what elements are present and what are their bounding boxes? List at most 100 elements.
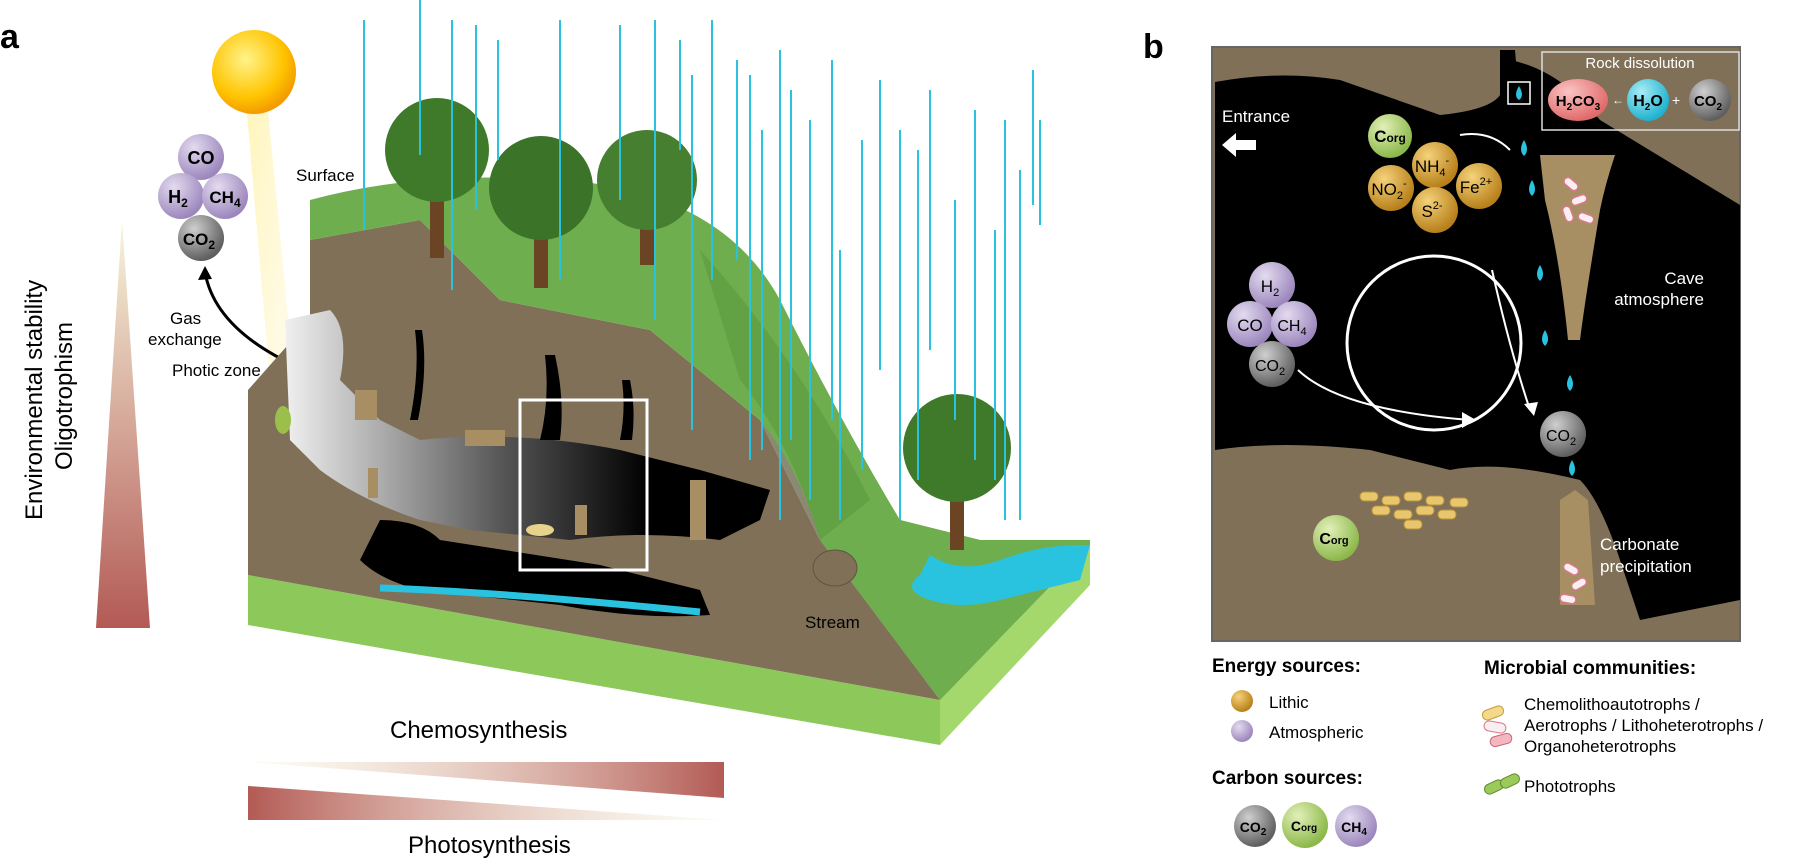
- atmospheric-molecule-cluster: H2 CO CH4 CO2: [1227, 262, 1317, 387]
- carbonate-label-1: Carbonate: [1600, 535, 1679, 554]
- no2-molecule-icon: [1368, 165, 1414, 211]
- panel-b-letter: b: [1143, 28, 1164, 66]
- phototroph-patch: [275, 406, 291, 434]
- lithic-swatch-icon: [1231, 690, 1253, 712]
- phototroph-icon: [1483, 773, 1521, 795]
- sinkhole: [812, 549, 858, 587]
- cave-void: [1215, 60, 1740, 620]
- corg-legend-label: Corg: [1291, 818, 1317, 834]
- water-drop-icon: [1537, 265, 1543, 281]
- fe-label: Fe2+: [1460, 176, 1492, 197]
- water-drop-icon: [1529, 180, 1535, 196]
- water-drop-icon: [1542, 330, 1548, 346]
- arrowhead-up-icon: [198, 266, 212, 280]
- cave-atmosphere-label-2: atmosphere: [1614, 290, 1704, 309]
- chemo-label-3: Organoheterotrophs: [1524, 737, 1676, 756]
- stalagmite: [690, 480, 706, 540]
- chemotroph-icon: [1481, 705, 1513, 748]
- water-drop-icon: [1569, 460, 1575, 476]
- water-drop-icon: [1567, 375, 1573, 391]
- stream-label: Stream: [805, 613, 860, 632]
- co2-molecule-icon: [1689, 79, 1731, 121]
- co2-cave-label: CO2: [1546, 428, 1576, 448]
- trees: [385, 98, 1011, 550]
- ch4-label-b: CH4: [1277, 318, 1306, 338]
- stalagmite: [575, 505, 587, 535]
- chemosynthesis-gradient: [248, 762, 724, 798]
- microbe-cluster-upper: [1561, 176, 1595, 225]
- atmospheric-swatch-icon: [1231, 720, 1253, 742]
- arrow-left-icon: ←: [1612, 93, 1624, 107]
- carbon-sources-title: Carbon sources:: [1212, 768, 1363, 789]
- rock-dissolution-box: Rock dissolution H2CO3 ← H2O + CO2: [1541, 51, 1740, 131]
- h2co3-label: H2CO3: [1556, 93, 1601, 113]
- sun-icon: [212, 30, 296, 114]
- h2o-molecule-icon: [1627, 79, 1669, 121]
- drip-fissure: [1500, 50, 1520, 110]
- entrance-label: Entrance: [1222, 107, 1290, 126]
- cycle-circle: [1345, 254, 1523, 432]
- ground-side-face: [940, 545, 1090, 745]
- water-drop-icon: [1521, 140, 1527, 156]
- microbial-mat: [1359, 491, 1469, 530]
- stalactite: [1540, 155, 1615, 340]
- shaft-1: [410, 330, 425, 420]
- surface-label: Surface: [296, 166, 355, 185]
- chemo-label-2: Aerotrophs / Lithoheterotrophs /: [1524, 716, 1763, 735]
- stalagmite: [368, 468, 378, 498]
- water-drop-icon: [1516, 86, 1522, 100]
- tree-icon: [385, 98, 489, 202]
- oligotrophism-label: Oligotrophism: [51, 322, 78, 470]
- co-molecule-icon: [1227, 301, 1273, 347]
- phototrophs-label: Phototrophs: [1524, 777, 1616, 796]
- rock-dissolution-label: Rock dissolution: [1585, 55, 1694, 72]
- h2o-label: H2O: [1633, 93, 1663, 113]
- cave-atmosphere-label-1: Cave: [1664, 269, 1704, 288]
- lithic-molecule-cluster: Corg NH4- NO2- Fe2+ S2-: [1368, 114, 1502, 233]
- stalagmite: [1560, 490, 1595, 605]
- shaft-3: [620, 380, 634, 440]
- h2co3-molecule-icon: [1548, 79, 1608, 121]
- stalactite: [355, 390, 377, 420]
- gas-exchange-label-2: exchange: [148, 330, 222, 349]
- carbonate-label-2: precipitation: [1600, 557, 1692, 576]
- stalactite: [465, 430, 505, 446]
- tree-icon: [489, 136, 593, 240]
- env-stability-label: Environmental stability: [21, 280, 48, 520]
- h2-molecule-icon: [1249, 262, 1295, 308]
- corg-molecule-icon: [1313, 515, 1359, 561]
- corg-label-upper: Corg: [1374, 127, 1406, 146]
- panel-a-letter: a: [0, 18, 20, 56]
- co2-cave-molecule-icon: [1540, 411, 1586, 457]
- grass-surface: [310, 177, 1090, 700]
- co2-box-label: CO2: [1694, 93, 1723, 113]
- microbial-mat: [526, 524, 554, 536]
- env-stability-gradient: [96, 220, 150, 628]
- ch4-label: CH4: [209, 188, 241, 210]
- karst-landscape-block: [248, 177, 1090, 745]
- h2-label-b: H2: [1261, 277, 1279, 299]
- tree-icon: [903, 394, 1011, 502]
- zoom-box: [518, 398, 649, 572]
- carbon-fixation-arrow: [1297, 369, 1471, 421]
- ch4-molecule-icon: [1271, 301, 1317, 347]
- co2-legend-label: CO2: [1240, 819, 1267, 838]
- co2-molecule-icon: [1249, 341, 1295, 387]
- photosynthesis-label: Photosynthesis: [408, 832, 571, 859]
- arrow-left-icon: [1222, 133, 1256, 157]
- ch4-molecule-icon: [202, 173, 248, 219]
- h2-molecule-icon: [158, 173, 204, 219]
- s-molecule-icon: [1412, 187, 1458, 233]
- legend: Energy sources: Lithic Atmospheric Carbo…: [1212, 656, 1763, 848]
- corg-molecule-icon: [1368, 114, 1412, 158]
- chemo-label-1: Chemolithoautotrophs /: [1524, 695, 1700, 714]
- co-molecule-icon: [178, 134, 224, 180]
- fe-molecule-icon: [1456, 163, 1502, 209]
- drip-arrow: [1459, 133, 1511, 151]
- ch4-swatch-icon: [1335, 805, 1377, 847]
- tree-icon: [597, 130, 697, 230]
- drip-box: [1507, 81, 1531, 105]
- s-label: S2-: [1421, 200, 1442, 221]
- corg-swatch-icon: [1282, 802, 1328, 848]
- lithic-label: Lithic: [1269, 693, 1309, 712]
